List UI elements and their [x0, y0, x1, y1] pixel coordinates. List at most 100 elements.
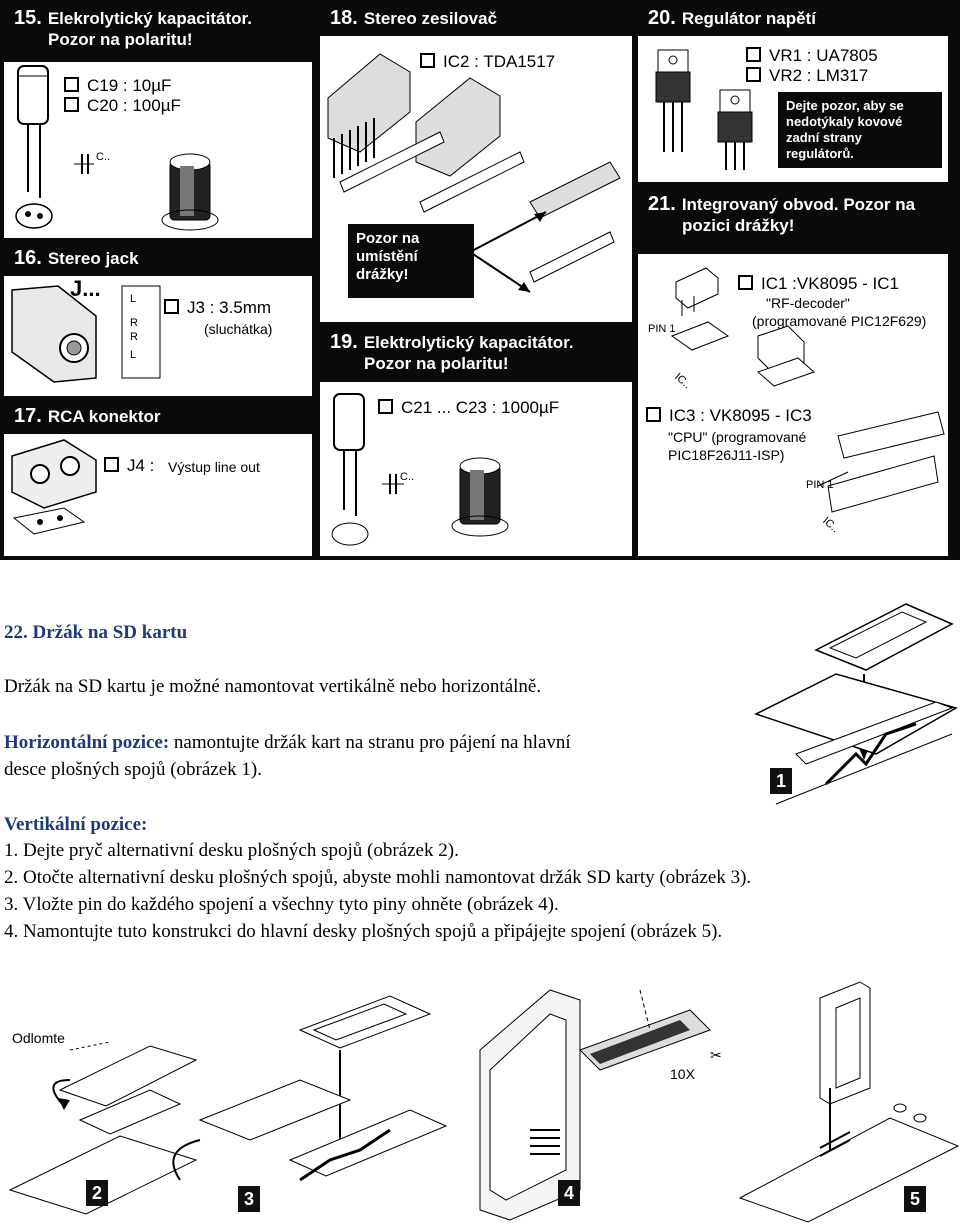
item-j3: J3 : 3.5mm	[164, 298, 271, 318]
checkbox-icon	[164, 299, 179, 315]
assembly-panels: 15. Elekrolytický kapacitátor. Pozor na p…	[0, 0, 960, 560]
pin-l2: L	[130, 349, 137, 361]
cap-label: C..	[400, 471, 415, 483]
panel-title: Stereo zesilovač	[363, 9, 498, 28]
figure-2-drawing	[8, 1041, 198, 1215]
panel-16-header: 16. Stereo jack	[4, 242, 312, 276]
item-label: VR2 : LM317	[769, 66, 869, 85]
item-c19: C19 : 10µF	[64, 76, 171, 96]
horizontal-paragraph: Horizontální pozice: namontujte držák ka…	[4, 730, 571, 756]
item-vr2: VR2 : LM317	[746, 66, 868, 86]
figure-3-label: 3	[238, 1186, 260, 1212]
panel-21-header: 21.Integrovaný obvod. Pozor na pozici dr…	[638, 186, 948, 254]
horizontal-text-2: desce plošných spojů (obrázek 1).	[4, 759, 263, 780]
panel-19-electrolytic-capacitor: 19. Elektrolytický kapacitátor. Pozor na …	[320, 326, 632, 556]
step-1: 1. Dejte pryč alternativní desku plošnýc…	[4, 840, 459, 861]
panel-19-header: 19. Elektrolytický kapacitátor. Pozor na …	[320, 326, 632, 382]
note-line: Dejte pozor, aby se	[786, 98, 904, 113]
checkbox-icon	[746, 47, 761, 63]
item-j4: J4 :	[104, 456, 154, 476]
rca-drawing	[11, 439, 97, 535]
note-line: zadní strany	[786, 130, 862, 145]
intro-text: Držák na SD kartu je možné namontovat ve…	[4, 676, 542, 697]
pin-r2: R	[130, 331, 138, 343]
pin-r1: R	[130, 317, 138, 329]
ten-x-label: 10X	[670, 1066, 695, 1082]
item-c21-c23: C21 ... C23 : 1000µF	[378, 398, 559, 418]
checkbox-icon	[64, 97, 79, 113]
capacitor-drawing	[15, 65, 219, 231]
item-sub: (sluchátka)	[204, 321, 273, 337]
svg-text:✂: ✂	[710, 1047, 722, 1063]
panel-title: Regulátor napětí	[681, 9, 816, 28]
jack-label: J...	[70, 276, 101, 301]
amplifier-drawing	[327, 53, 621, 293]
checkbox-icon	[646, 407, 661, 423]
panel-18-stereo-amplifier: 18. Stereo zesilovač IC2 : TDA1517 Pozor …	[320, 2, 632, 322]
panel-15-electrolytic-capacitor: 15. Elekrolytický kapacitátor. Pozor na p…	[4, 2, 312, 238]
note-line: Pozor na	[356, 230, 420, 247]
item-ic3: IC3 : VK8095 - IC3	[646, 406, 812, 426]
checkbox-icon	[738, 275, 753, 291]
item-label: IC1 :VK8095 - IC1	[761, 274, 899, 293]
break-off-label: Odlomte	[12, 1030, 65, 1046]
note-line: nedotýkaly kovové	[786, 114, 903, 129]
item-ic2: IC2 : TDA1517	[420, 52, 555, 72]
checkbox-icon	[746, 67, 761, 83]
panel-15-header: 15. Elekrolytický kapacitátor. Pozor na p…	[4, 2, 312, 62]
panel-subtitle: Pozor na polaritu!	[364, 354, 509, 373]
regulator-drawing	[655, 49, 753, 170]
figure-1-label: 1	[770, 768, 792, 794]
step-2: 2. Otočte alternativní desku plošných sp…	[4, 867, 752, 888]
figure-4-drawing: ✂	[479, 989, 722, 1221]
note-line: regulátorů.	[786, 146, 854, 161]
item-label: IC3 : VK8095 - IC3	[669, 406, 812, 425]
step-4: 4. Namontujte tuto konstrukci do hlavní …	[4, 921, 723, 942]
panel-title: Integrovaný obvod. Pozor na	[681, 195, 916, 214]
panel-18-header: 18. Stereo zesilovač	[320, 2, 632, 36]
panel-17-rca-connector: 17.RCA konektor J4 : Výstup line out	[4, 400, 312, 556]
item-label: J3 : 3.5mm	[187, 298, 272, 317]
panel-21-integrated-circuit: 21.Integrovaný obvod. Pozor na pozici dr…	[638, 186, 948, 556]
item-label: C19 : 10µF	[87, 76, 172, 95]
item-label: J4 :	[127, 456, 155, 475]
section-heading: 22. Držák na SD kartu	[4, 622, 188, 643]
vertical-label: Vertikální pozice:	[4, 814, 148, 835]
item-vr1: VR1 : UA7805	[746, 46, 878, 66]
panel-subtitle: pozici drážky!	[682, 216, 795, 235]
panel-number: 16.	[14, 247, 42, 269]
panel-subtitle: Pozor na polaritu!	[48, 30, 193, 49]
figure-5-drawing	[738, 981, 960, 1223]
ic3-sub: "CPU" (programované	[668, 429, 807, 445]
figure-3-drawing	[172, 995, 448, 1182]
panel-title: Stereo jack	[47, 249, 139, 268]
horizontal-label: Horizontální pozice:	[4, 732, 170, 753]
horizontal-text: namontujte držák kart na stranu pro páje…	[169, 732, 571, 753]
item-label: IC2 : TDA1517	[443, 52, 556, 71]
panel-16-stereo-jack: 16.Stereo jack J... L R R L J3 : 3.5mm (…	[4, 242, 312, 396]
panel-number: 19.	[330, 331, 358, 353]
checkbox-icon	[378, 399, 393, 415]
ic-drawing	[670, 267, 945, 513]
panel-17-header: 17.RCA konektor	[4, 400, 312, 434]
item-ic1: IC1 :VK8095 - IC1	[738, 274, 899, 294]
panel-number: 15.	[14, 7, 42, 29]
panel-title: Elekrolytický kapacitátor.	[47, 9, 252, 28]
ic1-sub2: (programované PIC12F629)	[752, 313, 927, 329]
step-3: 3. Vložte pin do každého spojení a všech…	[4, 894, 559, 915]
panel-number: 20.	[648, 7, 676, 29]
checkbox-icon	[64, 77, 79, 93]
item-label: VR1 : UA7805	[769, 46, 878, 65]
cap-label: C..	[96, 151, 111, 163]
panel-number: 17.	[14, 405, 42, 427]
pin1-label: PIN 1	[648, 323, 676, 335]
figure-5-label: 5	[904, 1186, 926, 1212]
checkbox-icon	[420, 53, 435, 69]
checkbox-icon	[104, 457, 119, 473]
figure-2-label: 2	[86, 1180, 108, 1206]
ic3-sub2: PIC18F26J11-ISP)	[668, 447, 785, 463]
figure-4-label: 4	[558, 1180, 580, 1206]
panel-title: Elektrolytický kapacitátor.	[363, 333, 574, 352]
item-sub: Výstup line out	[168, 459, 260, 475]
panel-number: 18.	[330, 7, 358, 29]
